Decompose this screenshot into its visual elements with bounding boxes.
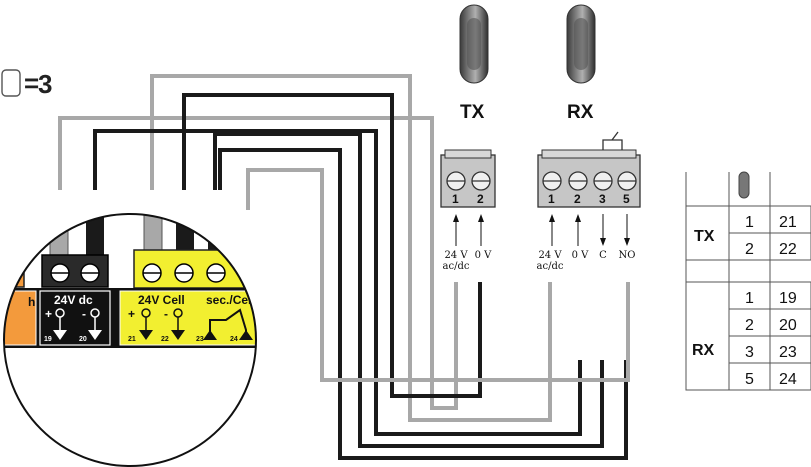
count-indicator: = 3	[1, 68, 52, 99]
orange-terminal-block	[4, 254, 25, 288]
table-rx-row-1-board: 19	[779, 290, 797, 307]
wire-black-3	[213, 132, 604, 448]
table-tx-row-2-board: 22	[779, 241, 797, 258]
equals-sign: =	[24, 68, 39, 98]
table-rx-row-2-terminal: 2	[745, 317, 754, 334]
tx-signal-0v: 0 V	[475, 250, 493, 261]
wire-black-4	[218, 148, 628, 460]
tx-terminal-1: 1	[452, 192, 459, 206]
connection-table	[685, 171, 811, 391]
table-rx-label: RX	[692, 342, 715, 359]
wire-gray-outer	[58, 116, 458, 410]
cell-label: 24V Cell	[138, 293, 185, 307]
table-tx-row-2-terminal: 2	[745, 241, 754, 258]
table-rx-row-4-board: 24	[779, 371, 797, 388]
zoom-circle-outline	[3, 213, 257, 467]
count-value: 3	[38, 69, 52, 99]
rx-terminal-1: 1	[548, 192, 555, 206]
table-rx-row-3-terminal: 3	[745, 344, 754, 361]
table-rx-row-3-board: 23	[779, 344, 797, 361]
tx-terminal-2: 2	[477, 192, 484, 206]
controller-label-partial: h	[28, 295, 35, 309]
wire-gray-3	[246, 168, 630, 382]
supply-minus: -	[82, 307, 86, 321]
controller-zoom: h 24V dc + - 19 20 24V Cell sec./Cell + …	[4, 214, 256, 466]
rx-signal-no: NO	[619, 250, 636, 261]
terminal-22-label: 22	[161, 336, 169, 343]
wires	[58, 74, 630, 460]
rx-label: RX	[567, 102, 594, 123]
sec-cell-label: sec./Cell	[206, 293, 255, 307]
terminal-19-label: 19	[44, 336, 52, 343]
cell-plus: +	[128, 307, 135, 321]
connection-table-text: TX 1 21 2 22 RX 1 19 2 20 3 23 5 24	[692, 214, 797, 388]
wire-gray-2	[150, 74, 552, 422]
supply-plus: +	[45, 307, 52, 321]
terminal-23-label: 23	[196, 336, 204, 343]
wire-black-2	[182, 93, 482, 398]
table-tx-label: TX	[694, 228, 715, 245]
table-tx-row-1-board: 21	[779, 214, 797, 231]
table-rx-row-4-terminal: 5	[745, 371, 754, 388]
table-tx-row-1-terminal: 1	[745, 214, 754, 231]
rx-signal-c: C	[599, 250, 607, 261]
table-rx-row-1-terminal: 1	[745, 290, 754, 307]
terminal-20-label: 20	[79, 336, 87, 343]
rx-terminal-5: 5	[623, 192, 630, 206]
terminal-21-label: 21	[128, 336, 136, 343]
supply-label: 24V dc	[54, 293, 93, 307]
table-rx-row-2-board: 20	[779, 317, 797, 334]
wire-black-1	[93, 129, 582, 436]
rx-terminal-2: 2	[574, 192, 581, 206]
rx-terminal-3: 3	[599, 192, 606, 206]
relay-link-symbol	[602, 139, 623, 150]
cell-minus: -	[164, 307, 168, 321]
terminal-24-label: 24	[230, 336, 238, 343]
rx-signal-0v: 0 V	[572, 250, 590, 261]
photocell-pair-symbol	[1, 69, 21, 97]
table-photocell-icon	[738, 171, 750, 199]
tx-label: TX	[460, 102, 485, 123]
